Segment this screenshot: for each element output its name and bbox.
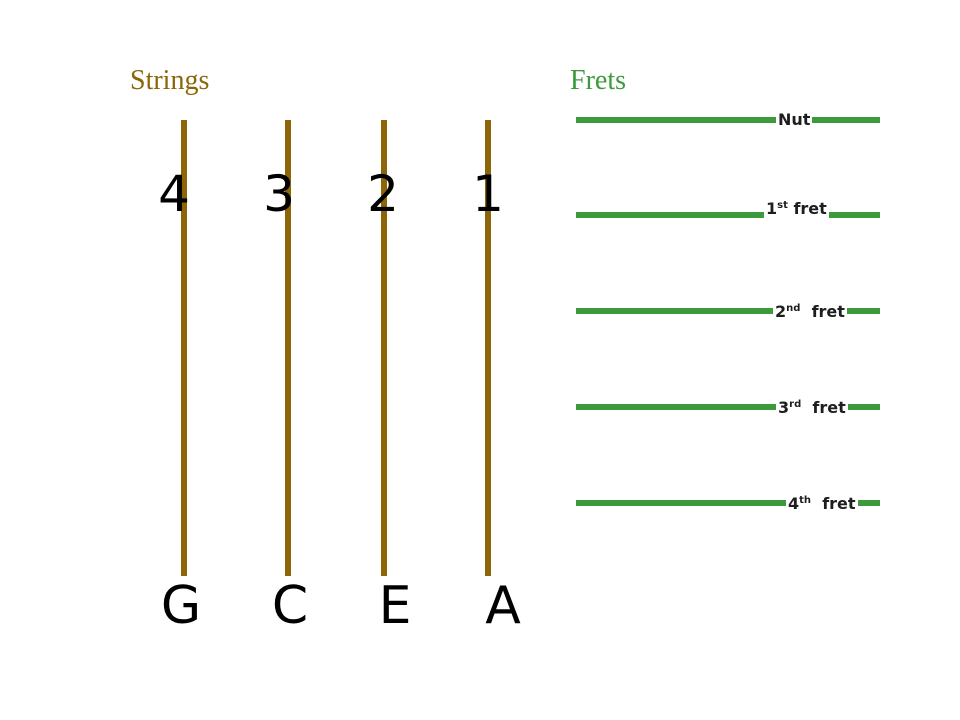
- string-note-g: G: [160, 576, 202, 636]
- fret-label-1: 1st fret: [764, 199, 829, 219]
- fret-label-4-suffix: th: [799, 495, 812, 506]
- string-line-4: [181, 120, 187, 576]
- fret-label-3-number: 3: [778, 398, 790, 417]
- string-line-2: [381, 120, 387, 576]
- fret-label-3-text: fret: [812, 398, 846, 417]
- string-number-2: 2: [367, 165, 399, 223]
- frets-heading: Frets: [570, 65, 626, 96]
- fret-label-nut: Nut: [776, 110, 813, 130]
- strings-heading: Strings: [130, 65, 210, 96]
- fret-line-4: [576, 500, 880, 506]
- fret-line-2: [576, 308, 880, 314]
- fret-label-2-text: fret: [811, 302, 845, 321]
- fret-label-2-suffix: nd: [786, 303, 801, 314]
- string-line-3: [285, 120, 291, 576]
- fret-label-3: 3rd fret: [776, 398, 848, 418]
- fret-label-1-suffix: st: [777, 200, 788, 211]
- string-number-1: 1: [472, 165, 504, 223]
- string-note-a: A: [485, 576, 521, 636]
- fret-label-nut-text: Nut: [778, 110, 811, 129]
- fret-line-1: [576, 212, 880, 218]
- string-note-e: E: [378, 576, 412, 636]
- fret-label-2: 2nd fret: [773, 302, 847, 322]
- string-note-c: C: [271, 576, 309, 636]
- string-line-1: [485, 120, 491, 576]
- fret-label-1-number: 1: [766, 199, 778, 218]
- fret-line-3: [576, 404, 880, 410]
- fret-label-3-suffix: rd: [789, 399, 802, 410]
- fret-label-4: 4th fret: [786, 494, 858, 514]
- fret-line-nut: [576, 117, 880, 123]
- fret-label-4-number: 4: [788, 494, 800, 513]
- fret-label-2-number: 2: [775, 302, 787, 321]
- fret-label-1-text: fret: [793, 199, 827, 218]
- string-number-4: 4: [158, 165, 190, 223]
- fret-label-4-text: fret: [822, 494, 856, 513]
- string-number-3: 3: [263, 165, 295, 223]
